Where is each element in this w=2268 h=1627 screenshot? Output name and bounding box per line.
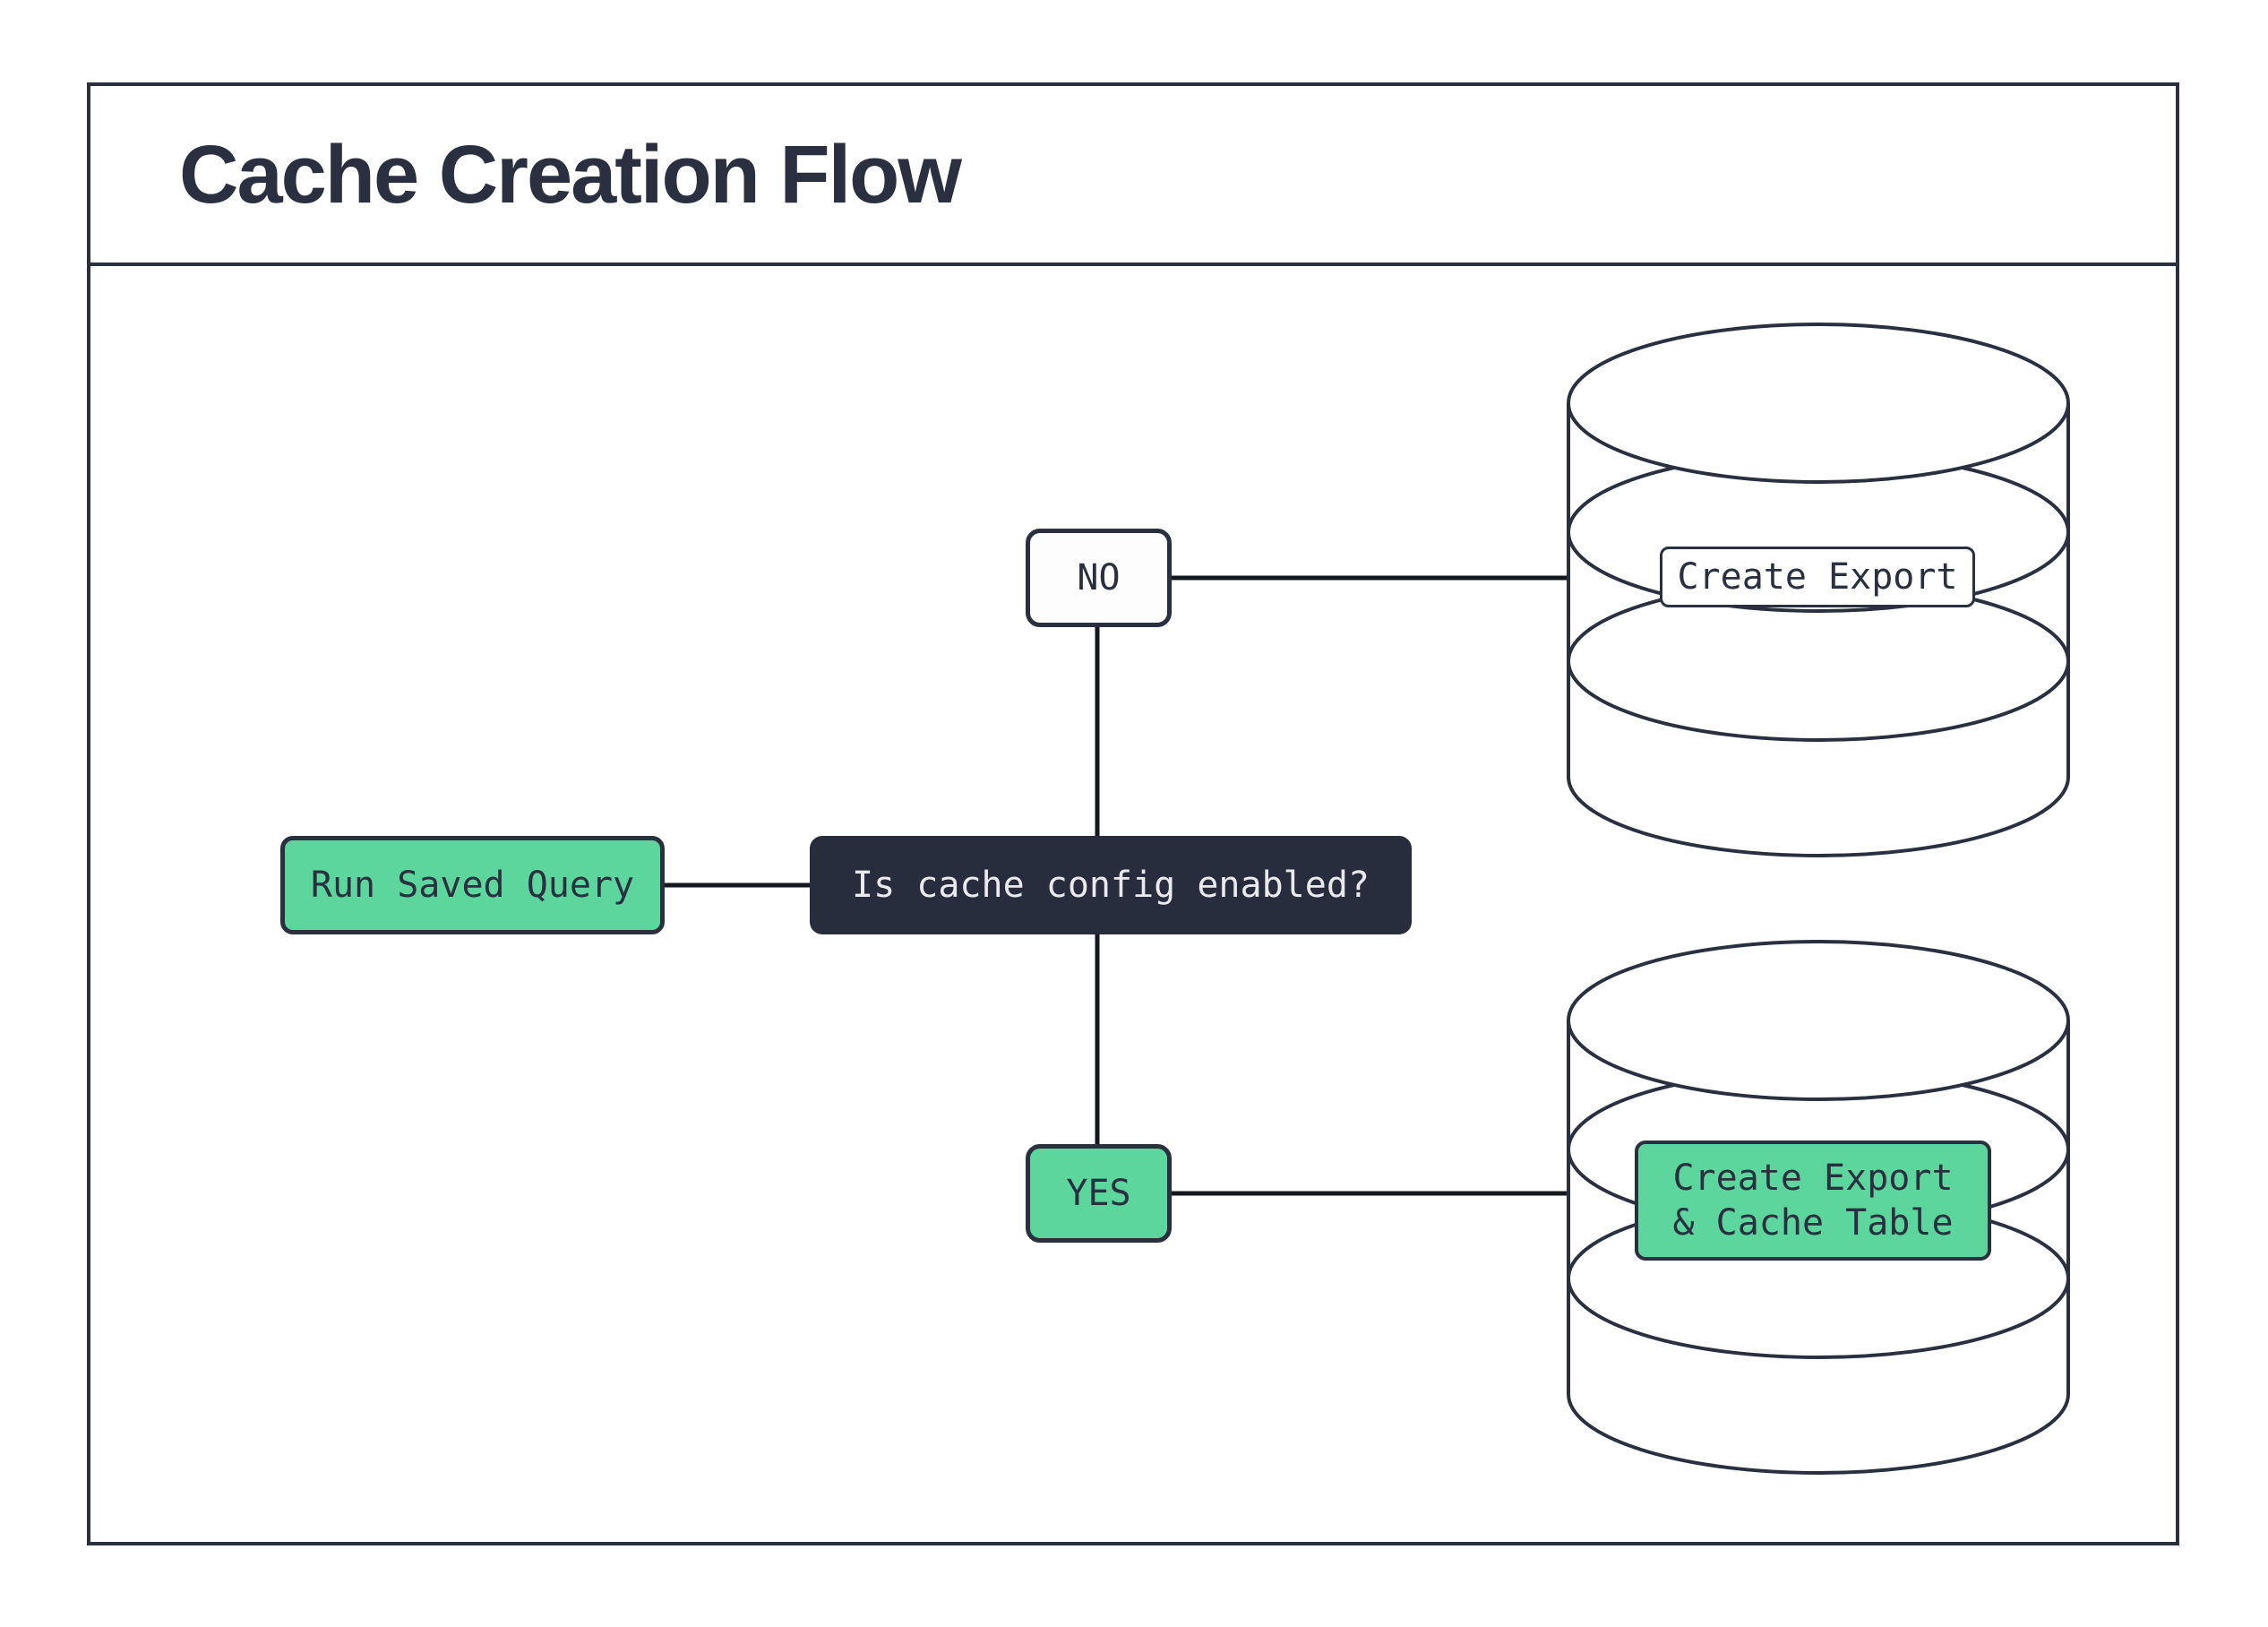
node-yes-branch-label: YES <box>1066 1173 1131 1214</box>
page-title: Cache Creation Flow <box>179 128 962 220</box>
node-no-branch-label: NO <box>1077 557 1121 598</box>
title-bar: Cache Creation Flow <box>90 86 2176 266</box>
db-label-create-export: Create Export <box>1660 547 1975 607</box>
node-yes-branch: YES <box>1026 1144 1172 1243</box>
db-label-line1: Create Export <box>1672 1158 1954 1199</box>
node-no-branch: NO <box>1026 529 1172 627</box>
db-label-create-export-cache-table: Create Export & Cache Table <box>1635 1141 1991 1261</box>
db-label-create-export-text: Create Export <box>1677 556 1958 598</box>
edge-group <box>665 575 1568 1196</box>
node-run-saved-query: Run Saved Query <box>280 836 665 934</box>
db-label-line2: & Cache Table <box>1672 1202 1954 1244</box>
node-run-saved-query-label: Run Saved Query <box>310 865 635 906</box>
cylinder-disk-top <box>1567 323 2070 484</box>
cylinder-disk-top <box>1567 940 2070 1101</box>
database-cylinder-export <box>1567 323 2070 857</box>
node-cache-config-decision: Is cache config enabled? <box>810 836 1412 934</box>
node-cache-config-decision-label: Is cache config enabled? <box>852 865 1370 906</box>
